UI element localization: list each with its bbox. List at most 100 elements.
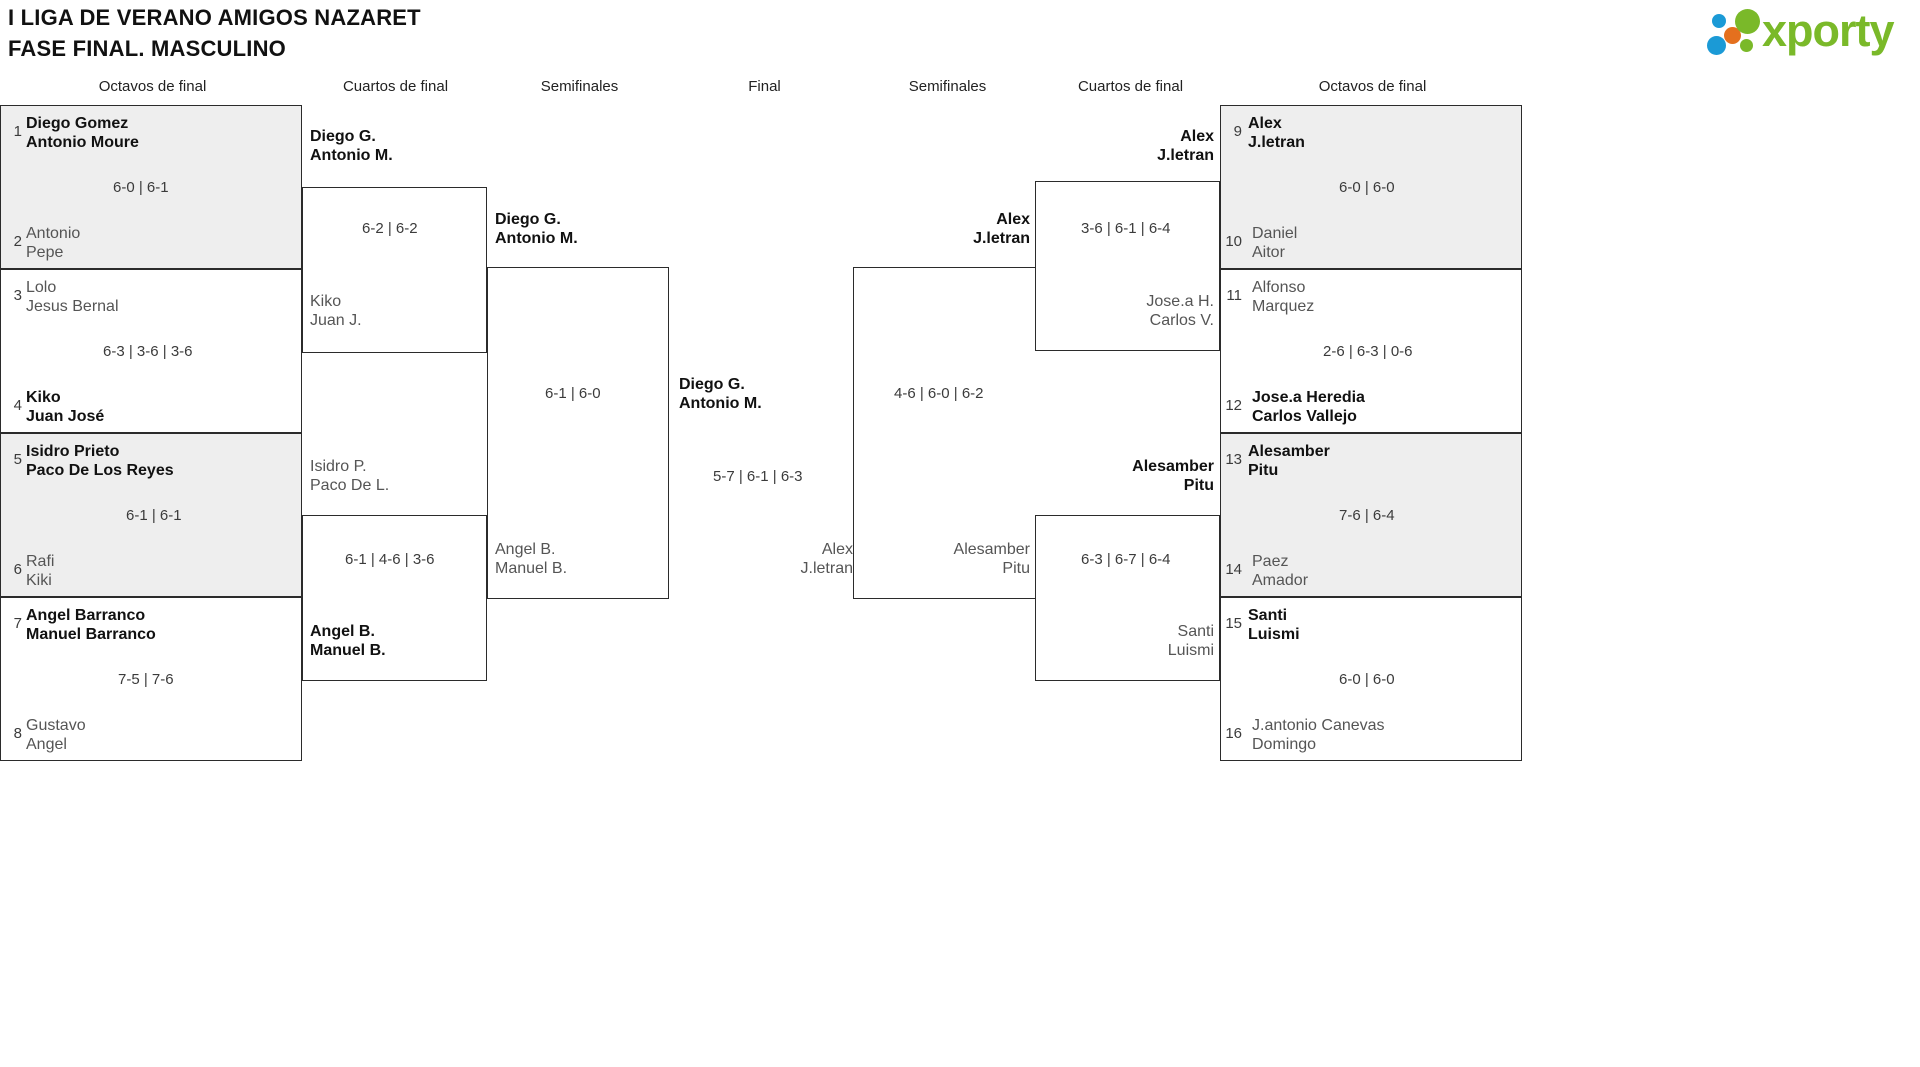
team-left-r16-7-line1: Angel Barranco	[26, 607, 146, 624]
score-left-qf-2: 6-1 | 4-6 | 3-6	[345, 551, 435, 568]
team-right-r16-6-line1: Paez	[1252, 553, 1289, 570]
team-right-sf-1-line2: J.letran	[973, 230, 1030, 247]
team-right-qf-2-line1: Jose.a H.	[1146, 293, 1214, 310]
round-label-final: Final	[748, 78, 781, 95]
score-right-r16-1: 6-0 | 6-0	[1339, 179, 1395, 196]
team-final-winner-line2: Antonio M.	[679, 395, 762, 412]
team-left-r16-4-line1: Kiko	[26, 389, 61, 406]
team-final-runner-line2: J.letran	[800, 560, 853, 577]
team-left-r16-6-line2: Kiki	[26, 572, 52, 589]
score-left-r16-3: 6-1 | 6-1	[126, 507, 182, 524]
seed-2: 2	[13, 233, 22, 250]
score-right-r16-4: 6-0 | 6-0	[1339, 671, 1395, 688]
match-box-right-r16-2[interactable]	[1220, 269, 1522, 433]
team-left-r16-1-line1: Diego Gomez	[26, 115, 129, 132]
seed-4: 4	[13, 397, 22, 414]
seed-1: 1	[13, 123, 22, 140]
seed-9: 9	[1233, 123, 1242, 140]
score-right-r16-3: 7-6 | 6-4	[1339, 507, 1395, 524]
round-label-left-sf: Semifinales	[540, 78, 619, 95]
match-box-right-r16-4[interactable]	[1220, 597, 1522, 761]
team-right-r16-1-line2: J.letran	[1248, 134, 1305, 151]
page-title: I LIGA DE VERANO AMIGOS NAZARET FASE FIN…	[8, 2, 421, 64]
team-right-r16-2-line2: Aitor	[1252, 244, 1285, 261]
team-left-qf-2-line2: Juan J.	[310, 312, 362, 329]
team-left-sf-1-line1: Diego G.	[495, 211, 561, 228]
team-right-sf-2-line2: Pitu	[1002, 560, 1030, 577]
team-right-r16-5-line1: Alesamber	[1248, 443, 1330, 460]
match-box-left-r16-2[interactable]	[0, 269, 302, 433]
team-left-r16-1-line2: Antonio Moure	[26, 134, 139, 151]
team-right-sf-2-line1: Alesamber	[953, 541, 1030, 558]
team-right-r16-6-line2: Amador	[1252, 572, 1309, 589]
team-right-sf-1-line1: Alex	[996, 211, 1030, 228]
team-right-r16-3-line1: Alfonso	[1252, 279, 1306, 296]
score-final: 5-7 | 6-1 | 6-3	[713, 468, 803, 485]
logo-wordmark: xporty	[1762, 5, 1895, 56]
seed-13: 13	[1225, 451, 1242, 468]
team-left-r16-2-line1: Antonio	[26, 225, 81, 242]
team-right-qf-2-line2: Carlos V.	[1149, 312, 1214, 329]
team-right-qf-4-line2: Luismi	[1167, 642, 1214, 659]
team-right-r16-8-line2: Domingo	[1252, 736, 1317, 753]
team-right-r16-5-line2: Pitu	[1248, 462, 1279, 479]
team-final-winner-line1: Diego G.	[679, 376, 745, 393]
logo-dot-green-large	[1735, 9, 1760, 34]
team-left-r16-5-line2: Paco De Los Reyes	[26, 462, 174, 479]
round-label-right-qf: Cuartos de final	[1077, 78, 1184, 95]
score-left-r16-2: 6-3 | 3-6 | 3-6	[103, 343, 193, 360]
team-left-r16-3-line1: Lolo	[26, 279, 57, 296]
round-label-right-sf: Semifinales	[908, 78, 987, 95]
seed-3: 3	[13, 287, 22, 304]
match-box-right-qf-2[interactable]	[1035, 515, 1220, 681]
match-box-right-qf-1[interactable]	[1035, 181, 1220, 351]
team-right-r16-2-line1: Daniel	[1252, 225, 1298, 242]
match-box-right-r16-1[interactable]	[1220, 105, 1522, 269]
team-left-r16-8-line2: Angel	[26, 736, 67, 753]
match-box-left-sf-1[interactable]	[487, 267, 669, 599]
xporty-logo[interactable]: xporty	[1702, 5, 1902, 58]
match-box-final[interactable]	[853, 267, 1035, 599]
round-label-left-qf: Cuartos de final	[342, 78, 449, 95]
team-left-sf-1-line2: Antonio M.	[495, 230, 578, 247]
match-box-right-r16-3[interactable]	[1220, 433, 1522, 597]
match-box-left-qf-2[interactable]	[302, 515, 487, 681]
score-right-qf-2: 6-3 | 6-7 | 6-4	[1081, 551, 1171, 568]
team-left-r16-4-line2: Juan José	[26, 408, 105, 425]
score-left-r16-1: 6-0 | 6-1	[113, 179, 169, 196]
seed-6: 6	[13, 561, 22, 578]
score-left-sf-1: 6-1 | 6-0	[545, 385, 601, 402]
team-left-qf-3-line2: Paco De L.	[310, 477, 390, 494]
team-right-qf-3-line2: Pitu	[1183, 477, 1214, 494]
round-label-left-r16: Octavos de final	[98, 78, 207, 95]
seed-11: 11	[1226, 287, 1242, 304]
match-box-left-r16-4[interactable]	[0, 597, 302, 761]
logo-dot-blue-small	[1712, 14, 1726, 28]
team-final-runner-line1: Alex	[821, 541, 853, 558]
team-left-r16-3-line2: Jesus Bernal	[26, 298, 119, 315]
match-box-left-r16-3[interactable]	[0, 433, 302, 597]
team-right-r16-3-line2: Marquez	[1252, 298, 1315, 315]
team-right-qf-1-line1: Alex	[1180, 128, 1214, 145]
score-right-r16-2: 2-6 | 6-3 | 0-6	[1323, 343, 1413, 360]
score-right-sf-1: 4-6 | 6-0 | 6-2	[894, 385, 984, 402]
team-left-qf-4-line1: Angel B.	[310, 623, 375, 640]
seed-10: 10	[1225, 233, 1242, 250]
logo-dot-blue-large	[1707, 36, 1726, 55]
team-right-r16-4-line2: Carlos Vallejo	[1252, 408, 1357, 425]
logo-dots-icon	[1702, 6, 1766, 58]
team-right-r16-1-line1: Alex	[1248, 115, 1282, 132]
team-right-qf-4-line1: Santi	[1177, 623, 1214, 640]
match-box-left-r16-1[interactable]	[0, 105, 302, 269]
score-left-r16-4: 7-5 | 7-6	[118, 671, 174, 688]
logo-dot-orange	[1724, 27, 1741, 44]
team-left-r16-7-line2: Manuel Barranco	[26, 626, 156, 643]
team-left-r16-6-line1: Rafi	[26, 553, 55, 570]
team-right-r16-7-line2: Luismi	[1248, 626, 1300, 643]
team-left-qf-2-line1: Kiko	[310, 293, 342, 310]
team-left-qf-1-line1: Diego G.	[310, 128, 376, 145]
team-right-r16-8-line1: J.antonio Canevas	[1252, 717, 1385, 734]
seed-16: 16	[1225, 725, 1242, 742]
match-box-left-qf-1[interactable]	[302, 187, 487, 353]
score-right-qf-1: 3-6 | 6-1 | 6-4	[1081, 220, 1171, 237]
